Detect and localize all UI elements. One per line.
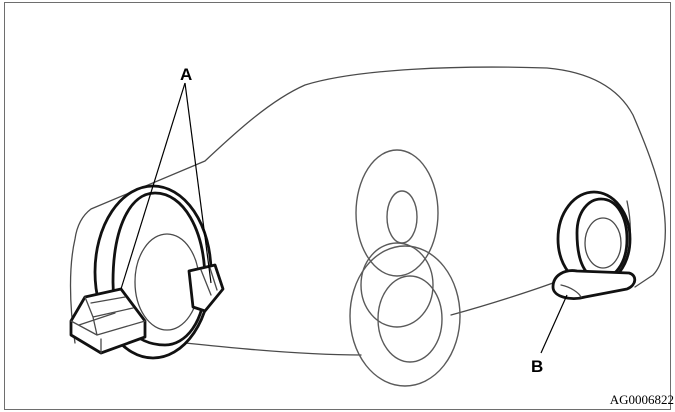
figure-code: AG0006822 <box>610 392 674 408</box>
vehicle-wheel-chock-illustration: A B <box>5 3 672 411</box>
sill-line <box>451 280 561 315</box>
callout-b-label: B <box>531 357 543 376</box>
rear-wheel-with-chock <box>553 192 635 299</box>
callout-a-label: A <box>180 65 192 84</box>
leader-b <box>541 295 567 353</box>
front-wheel-with-chocks <box>71 186 223 358</box>
figure-frame: A B AG0006822 <box>4 2 671 410</box>
far-front-wheel <box>356 150 438 327</box>
near-rear-wheel <box>350 246 460 386</box>
